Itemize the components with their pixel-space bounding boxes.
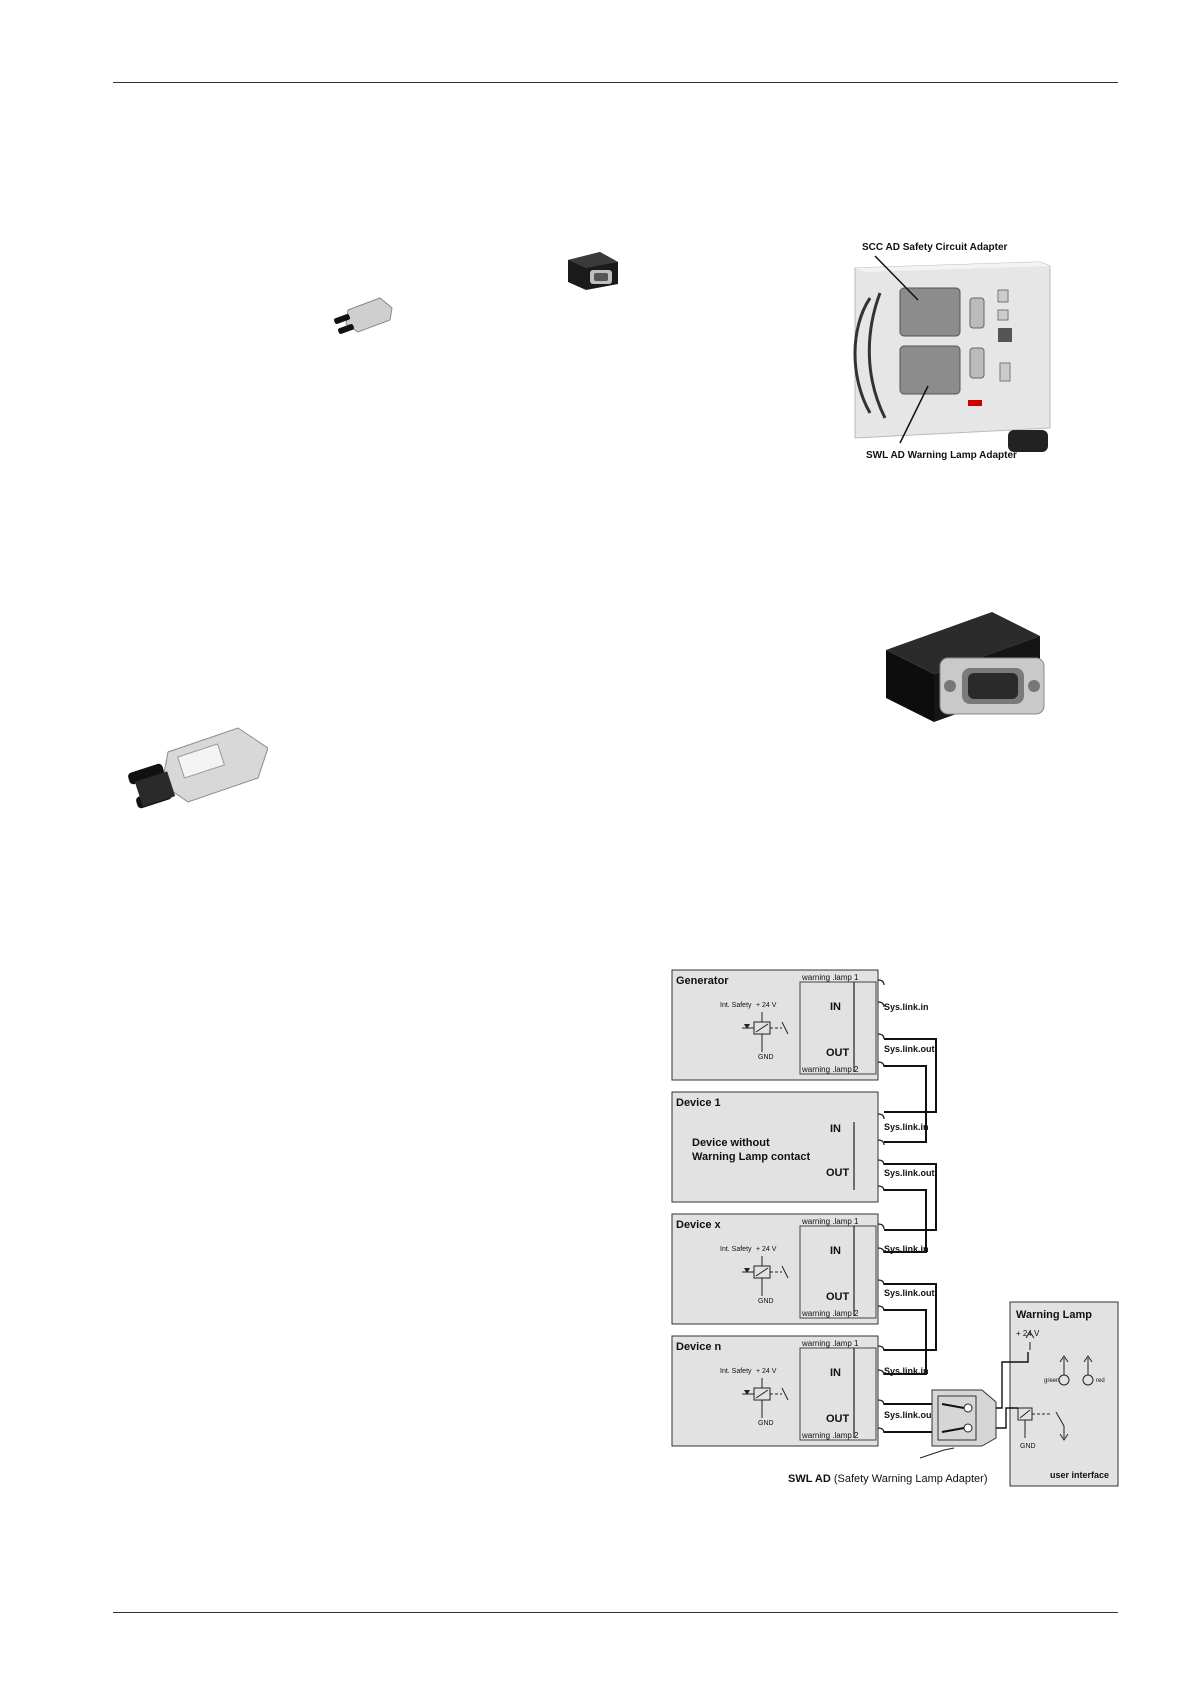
svg-text:warning .lamp 1: warning .lamp 1 <box>801 1339 859 1348</box>
svg-text:Sys.link.out: Sys.link.out <box>884 1410 935 1420</box>
svg-text:+ 24 V: + 24 V <box>756 1002 777 1009</box>
devicex-box <box>671 1213 879 1325</box>
device1-title: Device 1 <box>676 1097 721 1109</box>
wiring-diagram: Generator Int. Safety + 24 V GND IN OUT … <box>671 969 1119 1487</box>
devicen-box <box>671 1335 879 1447</box>
rear-panel-photo: SCC AD Safety Circuit Adapter SWL AD War… <box>840 238 1055 468</box>
svg-text:Int. Safety: Int. Safety <box>720 1368 752 1375</box>
svg-text:Sys.link.in: Sys.link.in <box>884 1244 929 1254</box>
svg-text:Sys.link.out: Sys.link.out <box>884 1168 935 1178</box>
svg-text:GND: GND <box>758 1420 774 1427</box>
svg-text:GND: GND <box>1020 1443 1036 1450</box>
svg-text:Sys.link.out: Sys.link.out <box>884 1044 935 1054</box>
svg-text:Int. Safety: Int. Safety <box>720 1002 752 1009</box>
svg-text:green: green <box>1044 1378 1059 1384</box>
swl-ad-adapter <box>919 1389 997 1459</box>
svg-text:IN: IN <box>830 1245 841 1257</box>
svg-text:GND: GND <box>758 1298 774 1305</box>
warning-lamp-block: Warning Lamp + 24 V green red GND user i… <box>1009 1301 1119 1487</box>
devicex-title: Device x <box>676 1219 722 1231</box>
svg-text:+ 24 V: + 24 V <box>756 1368 777 1375</box>
swl-ad-caption: SWL AD (Safety Warning Lamp Adapter) <box>788 1473 988 1485</box>
svg-text:warning .lamp 1: warning .lamp 1 <box>801 973 859 982</box>
svg-text:warning .lamp 2: warning .lamp 2 <box>801 1431 859 1440</box>
svg-text:warning .lamp 1: warning .lamp 1 <box>801 1217 859 1226</box>
svg-text:Sys.link.in: Sys.link.in <box>884 1122 929 1132</box>
swl-label: SWL AD Warning Lamp Adapter <box>866 450 1017 461</box>
svg-text:user interface: user interface <box>1050 1470 1109 1480</box>
svg-text:Device without: Device without <box>692 1137 770 1149</box>
warning-lamp-box <box>1009 1301 1119 1487</box>
svg-text:Sys.link.in: Sys.link.in <box>884 1366 929 1376</box>
svg-text:warning .lamp 2: warning .lamp 2 <box>801 1065 859 1074</box>
small-scc-adapter-photo <box>334 297 393 334</box>
svg-text:IN: IN <box>830 1123 841 1135</box>
svg-text:red: red <box>1096 1378 1105 1384</box>
scc-label: SCC AD Safety Circuit Adapter <box>862 242 1008 253</box>
svg-text:Int. Safety: Int. Safety <box>720 1246 752 1253</box>
devicen-block: Device n Int. Safety + 24 V GND IN OUT w… <box>671 1335 935 1447</box>
devicen-title: Device n <box>676 1341 722 1353</box>
svg-text:Warning Lamp contact: Warning Lamp contact <box>692 1151 810 1163</box>
svg-text:+ 24 V: + 24 V <box>756 1246 777 1253</box>
svg-text:Sys.link.in: Sys.link.in <box>884 1002 929 1012</box>
device1-block: Device 1 Device without Warning Lamp con… <box>671 1091 935 1203</box>
generator-title: Generator <box>676 975 729 987</box>
svg-text:IN: IN <box>830 1367 841 1379</box>
devicex-block: Device x Int. Safety + 24 V GND IN OUT w… <box>671 1213 935 1325</box>
footer-rule <box>113 1612 1118 1613</box>
generator-box <box>671 969 879 1081</box>
generator-block: Generator Int. Safety + 24 V GND IN OUT … <box>671 969 935 1081</box>
svg-text:OUT: OUT <box>826 1413 850 1425</box>
svg-text:OUT: OUT <box>826 1167 850 1179</box>
svg-text:IN: IN <box>830 1001 841 1013</box>
large-angle-adapter-photo <box>886 612 1045 722</box>
svg-text:OUT: OUT <box>826 1047 850 1059</box>
svg-text:warning .lamp 2: warning .lamp 2 <box>801 1309 859 1318</box>
warning-lamp-title: Warning Lamp <box>1016 1309 1092 1321</box>
header-rule <box>113 82 1118 83</box>
svg-text:OUT: OUT <box>826 1291 850 1303</box>
small-angle-adapter-photo <box>568 252 618 290</box>
device1-box <box>671 1091 879 1203</box>
svg-text:GND: GND <box>758 1054 774 1061</box>
svg-text:+ 24 V: + 24 V <box>1016 1329 1040 1338</box>
large-scc-adapter-photo <box>128 727 268 809</box>
svg-text:Sys.link.out: Sys.link.out <box>884 1288 935 1298</box>
